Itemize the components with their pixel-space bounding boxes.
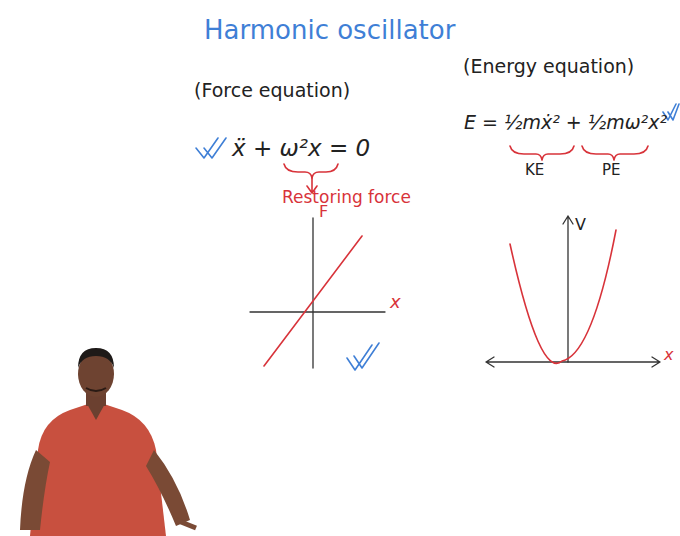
brace xyxy=(284,164,338,178)
title: Harmonic oscillator xyxy=(204,16,455,45)
force-line xyxy=(264,236,362,366)
axis-label: x xyxy=(664,346,673,364)
check-mark xyxy=(347,343,379,370)
axis xyxy=(486,357,660,367)
section-heading: (Energy equation) xyxy=(463,56,634,77)
brace xyxy=(510,146,574,160)
equation: E = ½mẋ² + ½mω²x² xyxy=(464,112,667,133)
brace xyxy=(582,146,648,160)
equation: ẍ + ω²x = 0 xyxy=(232,136,370,161)
axis-label: F xyxy=(319,203,328,221)
axis-label: x xyxy=(390,292,401,312)
axis xyxy=(563,216,573,362)
axis-label: V xyxy=(575,216,586,234)
section-heading: (Force equation) xyxy=(194,80,350,101)
potential-curve xyxy=(510,230,616,363)
lecturer xyxy=(20,348,196,536)
check-mark xyxy=(196,138,226,158)
annotation: Restoring force xyxy=(282,188,411,207)
term-label: PE xyxy=(602,162,621,179)
axis xyxy=(250,218,385,368)
term-label: KE xyxy=(525,162,544,179)
